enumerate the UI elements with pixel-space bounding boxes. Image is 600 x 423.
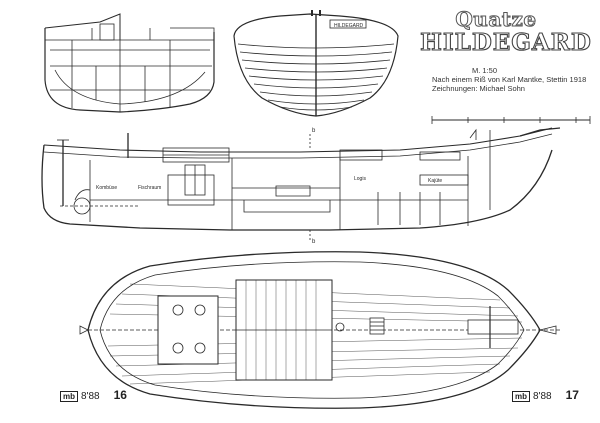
title-block: Quatze HILDEGARD — [420, 8, 592, 57]
magazine-logo: mb — [60, 391, 78, 402]
profile-section-view — [41, 127, 561, 240]
source-text: Nach einem Riß von Karl Mantke, Stettin … — [432, 75, 587, 84]
title-line-1: Quatze — [455, 7, 537, 31]
issue-number: 8'88 — [81, 391, 100, 402]
page-number: 17 — [565, 388, 579, 402]
page-number: 16 — [113, 388, 127, 402]
bow-section-view — [44, 13, 215, 113]
magazine-logo: mb — [512, 391, 530, 402]
deck-plan-view — [79, 251, 560, 409]
room-label-fish-hold: Fischraum — [138, 185, 161, 191]
section-mark-bottom: b — [312, 239, 316, 245]
stern-nameplate: HILDEGARD — [334, 23, 364, 29]
room-labels: Kombüse Fischraum Logis Kajüte HILDEGARD… — [96, 23, 442, 245]
drawings-credit: Zeichnungen: Michael Sohn — [432, 84, 525, 93]
room-label-crew-quarters: Logis — [354, 176, 366, 182]
scale-bar — [431, 116, 591, 124]
title-line-2: HILDEGARD — [420, 29, 592, 56]
issue-number: 8'88 — [533, 391, 552, 402]
section-mark-top: b — [312, 128, 316, 134]
stern-view — [233, 10, 399, 117]
room-label-cabin: Kajüte — [428, 178, 442, 184]
scale-text: M. 1:50 — [472, 66, 498, 75]
room-label-galley: Kombüse — [96, 185, 117, 191]
drawing-metadata: M. 1:50 Nach einem Riß von Karl Mantke, … — [432, 66, 592, 93]
